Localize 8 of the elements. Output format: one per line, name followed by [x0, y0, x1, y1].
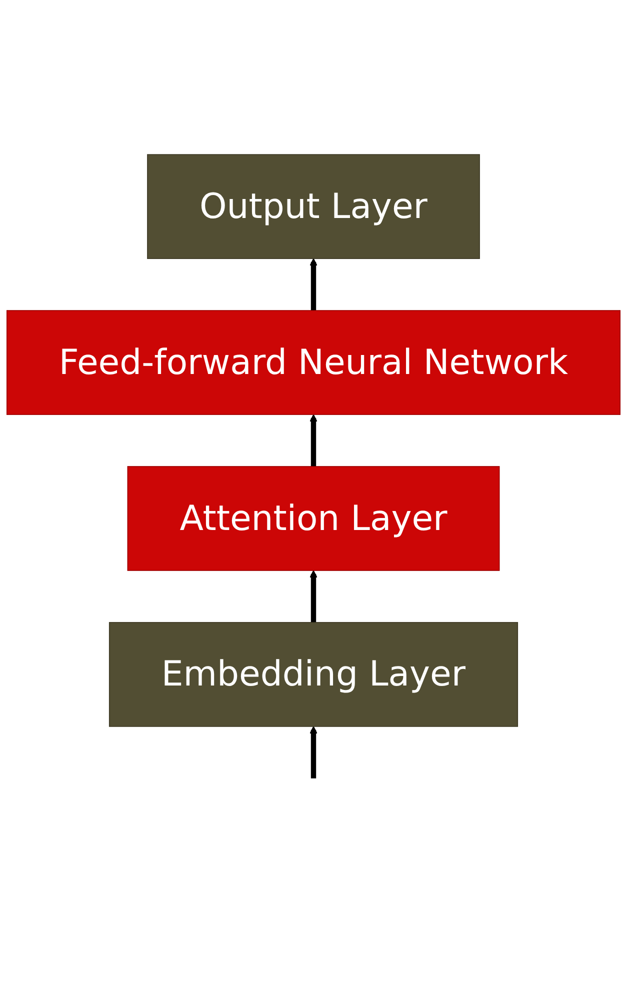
node-box: Feed-forward Neural Network	[6, 310, 620, 415]
node-box: Output Layer	[147, 154, 480, 259]
node-box: Embedding Layer	[108, 622, 518, 727]
arrow	[310, 414, 318, 466]
node-box: Attention Layer	[127, 466, 500, 571]
arrow	[310, 258, 318, 311]
arrow	[310, 726, 318, 778]
arrow	[310, 570, 318, 622]
